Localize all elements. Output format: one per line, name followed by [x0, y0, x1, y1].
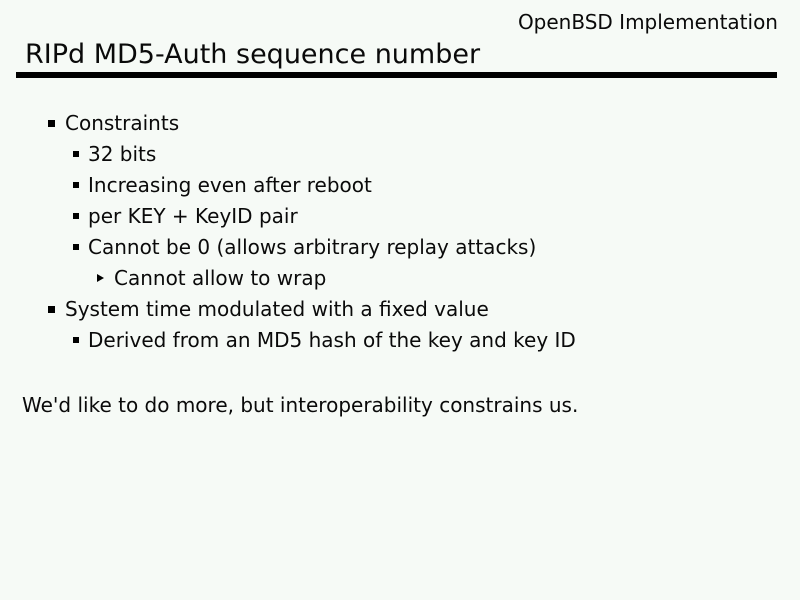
- arrow-bullet-icon: [97, 274, 104, 282]
- square-bullet-icon: [48, 305, 55, 313]
- bullet-text: Cannot allow to wrap: [114, 265, 327, 290]
- list-item: Derived from an MD5 hash of the key and …: [0, 324, 800, 355]
- closing-remark: We'd like to do more, but interoperabili…: [22, 393, 579, 417]
- list-item: Increasing even after reboot: [0, 169, 800, 200]
- square-bullet-icon: [73, 182, 79, 188]
- square-bullet-icon: [73, 244, 79, 250]
- bullet-text: Derived from an MD5 hash of the key and …: [88, 327, 576, 352]
- bullet-text: Increasing even after reboot: [88, 172, 372, 197]
- bullet-list: Constraints 32 bits Increasing even afte…: [0, 107, 800, 355]
- square-bullet-icon: [73, 337, 79, 343]
- bullet-text: Cannot be 0 (allows arbitrary replay att…: [88, 234, 537, 259]
- bullet-text: System time modulated with a fixed value: [65, 296, 489, 321]
- list-item: Constraints: [0, 107, 800, 138]
- page-title: RIPd MD5-Auth sequence number: [25, 39, 481, 70]
- list-item: Cannot be 0 (allows arbitrary replay att…: [0, 231, 800, 262]
- square-bullet-icon: [73, 151, 79, 157]
- bullet-text: 32 bits: [88, 141, 157, 166]
- bullet-text: Constraints: [65, 110, 180, 135]
- slide-header: OpenBSD Implementation: [517, 10, 778, 34]
- list-item: 32 bits: [0, 138, 800, 169]
- list-item: System time modulated with a fixed value: [0, 293, 800, 324]
- square-bullet-icon: [73, 213, 79, 219]
- title-divider: [16, 72, 777, 78]
- list-item: Cannot allow to wrap: [0, 262, 800, 293]
- square-bullet-icon: [48, 119, 55, 127]
- bullet-text: per KEY + KeyID pair: [88, 203, 298, 228]
- list-item: per KEY + KeyID pair: [0, 200, 800, 231]
